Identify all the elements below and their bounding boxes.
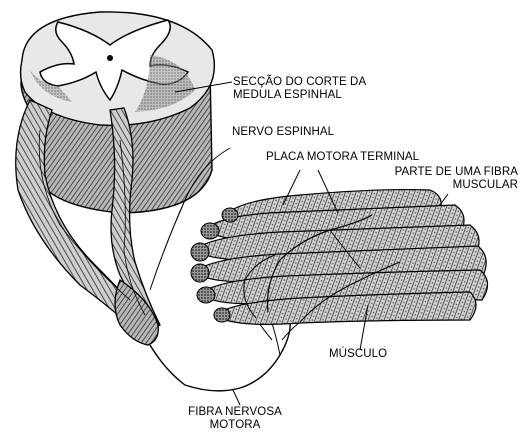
label-spinal-nerve: NERVO ESPINHAL [232, 126, 334, 139]
muscle-bundle [191, 190, 488, 325]
label-muscle-text: MÚSCULO [329, 348, 387, 361]
label-motor-fiber-line2: MOTORA [175, 419, 295, 432]
label-spinal-nerve-text: NERVO ESPINHAL [232, 126, 334, 139]
label-end-plate-text: PLACA MOTORA TERMINAL [266, 151, 419, 164]
label-spinal-section: SECÇÃO DO CORTE DA MEDULA ESPINHAL [233, 76, 366, 102]
central-canal [107, 55, 113, 61]
label-spinal-section-line1: SECÇÃO DO CORTE DA [233, 76, 366, 89]
leader-motor-fiber [233, 390, 240, 405]
label-motor-fiber: FIBRA NERVOSA MOTORA [175, 406, 295, 432]
label-muscle-fiber: PARTE DE UMA FIBRA MUSCULAR [388, 166, 518, 192]
label-spinal-section-line2: MEDULA ESPINHAL [233, 89, 366, 102]
motor-fiber-line [150, 318, 290, 391]
label-muscle: MÚSCULO [329, 348, 387, 361]
label-muscle-fiber-line1: PARTE DE UMA FIBRA [388, 166, 518, 179]
label-end-plate: PLACA MOTORA TERMINAL [266, 151, 419, 164]
leader-muscle-fiber [440, 194, 448, 205]
label-motor-fiber-line1: FIBRA NERVOSA [175, 406, 295, 419]
label-muscle-fiber-line2: MUSCULAR [388, 179, 518, 192]
